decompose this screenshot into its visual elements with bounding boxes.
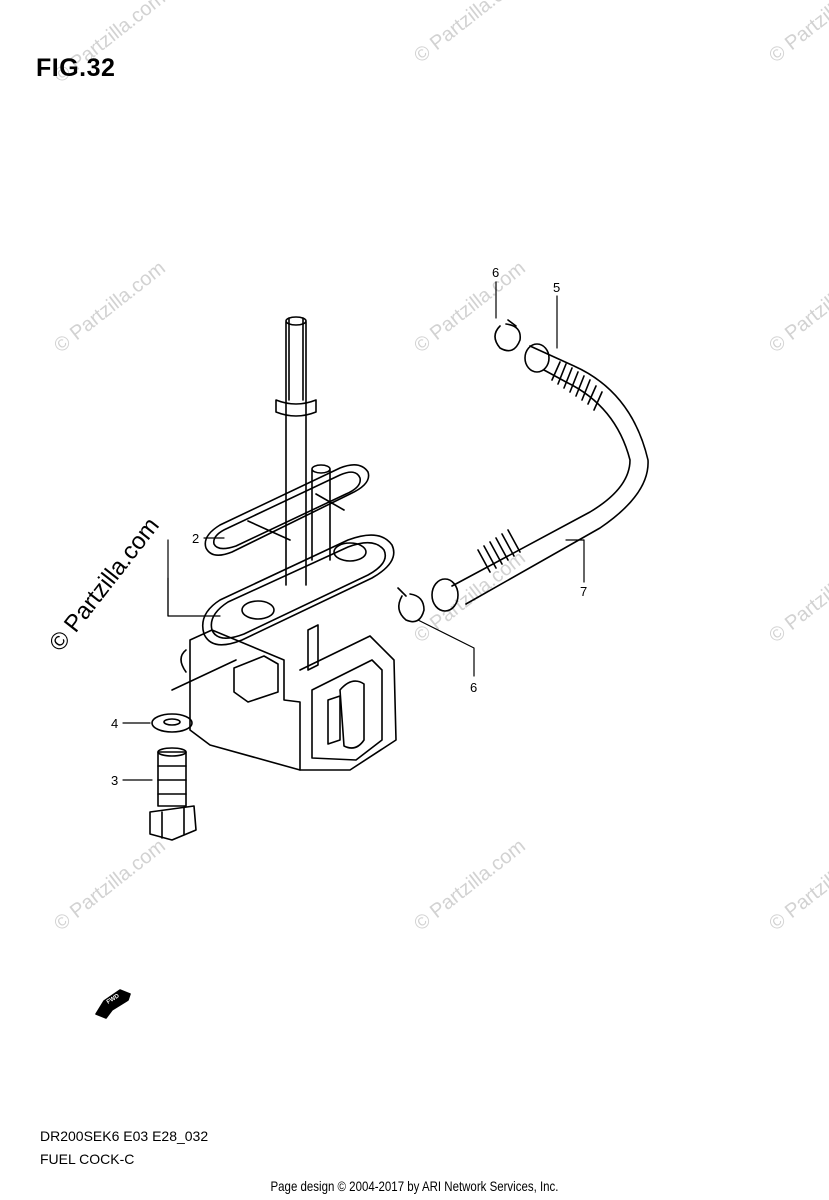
page-footer: Page design © 2004-2017 by ARI Network S…	[270, 1178, 559, 1194]
hose-clip	[494, 319, 522, 352]
callout-2: 2	[192, 531, 199, 546]
washer	[151, 713, 193, 733]
fwd-arrow-icon: FWD	[95, 989, 131, 1019]
valve-body	[171, 624, 397, 771]
section-name: FUEL COCK-C	[40, 1151, 135, 1167]
callout-5: 5	[553, 280, 560, 295]
callout-6: 6	[470, 680, 477, 695]
hose-clip	[397, 587, 425, 623]
model-code: DR200SEK6 E03 E28_032	[40, 1128, 209, 1144]
callout-7: 7	[580, 584, 587, 599]
mounting-flange	[201, 534, 395, 646]
callout-6: 6	[492, 265, 499, 280]
fuel-pipe-main	[275, 316, 317, 586]
callout-4: 4	[111, 716, 118, 731]
callout-3: 3	[111, 773, 118, 788]
leader-lines	[122, 281, 585, 781]
fuel-hose	[431, 343, 649, 612]
bolt	[149, 747, 197, 841]
fuel-pipe-reserve	[311, 464, 331, 561]
figure-title: FIG.32	[36, 54, 116, 82]
gasket	[204, 464, 370, 556]
